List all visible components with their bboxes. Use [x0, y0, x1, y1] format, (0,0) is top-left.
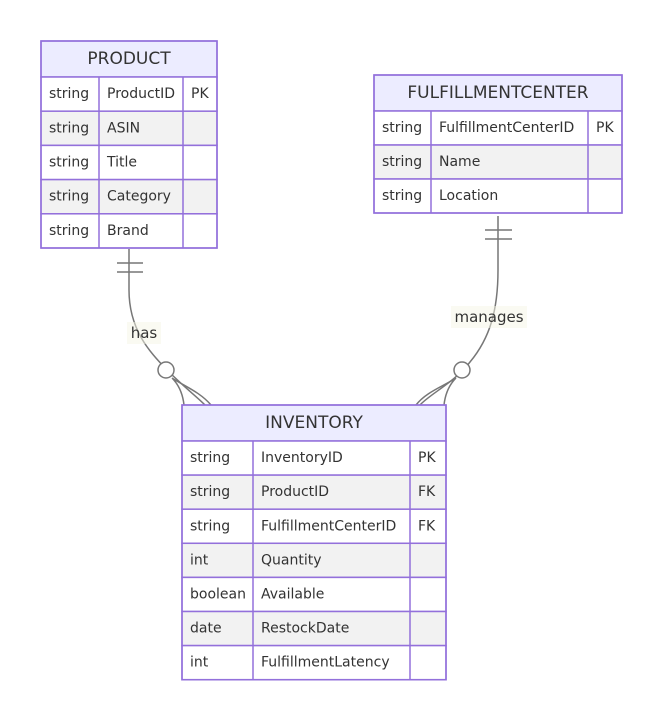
- attribute-row: int Quantity: [181, 542, 447, 579]
- attribute-row-bg: [181, 542, 447, 579]
- attribute-row-bg: [181, 610, 447, 647]
- cardinality-many-crowfoot: [171, 377, 212, 406]
- attribute-type: string: [382, 154, 422, 170]
- entity-border: [40, 40, 218, 249]
- cardinality-many-crowfoot: [415, 377, 457, 406]
- attribute-row: string Brand: [40, 213, 218, 249]
- attribute-row: string Category: [40, 178, 218, 215]
- attribute-row-bg: [373, 110, 623, 146]
- cardinality-zero-circle: [157, 361, 175, 379]
- attribute-row: string FulfillmentCenterID PK: [373, 110, 623, 146]
- attribute-row: string ProductID PK: [40, 76, 218, 112]
- attribute-name: ASIN: [107, 120, 140, 136]
- attribute-row: string ProductID FK: [181, 474, 447, 510]
- attribute-row: int FulfillmentLatency: [181, 644, 447, 681]
- attribute-type: string: [190, 484, 230, 500]
- attribute-name: ProductID: [261, 484, 329, 500]
- attribute-name: FulfillmentLatency: [261, 655, 390, 671]
- relationship-has: has: [117, 249, 212, 406]
- edge-manages-line: [419, 216, 499, 406]
- attribute-type: string: [382, 120, 422, 136]
- attribute-row: string Location: [373, 178, 623, 214]
- attribute-key: FK: [418, 518, 436, 534]
- attribute-type: string: [382, 188, 422, 204]
- attribute-row-bg: [181, 508, 447, 545]
- entity-fulfillmentcenter: FULFILLMENTCENTER string FulfillmentCenter…: [373, 74, 623, 214]
- attribute-row: string Name: [373, 144, 623, 180]
- relationship-manages: manages: [415, 216, 527, 406]
- relationship-label-has: has: [131, 324, 158, 342]
- attribute-name: Brand: [107, 223, 149, 239]
- attribute-row: boolean Available: [181, 576, 447, 613]
- attribute-type: string: [49, 223, 89, 239]
- attribute-type: date: [190, 621, 222, 637]
- relationship-label-bg: [127, 322, 161, 344]
- attribute-name: Available: [261, 586, 324, 602]
- attribute-type: boolean: [190, 586, 246, 602]
- attribute-row: string ASIN: [40, 110, 218, 147]
- attribute-name: RestockDate: [261, 621, 349, 637]
- attribute-row-bg: [40, 213, 218, 249]
- attribute-name: FulfillmentCenterID: [261, 518, 396, 534]
- attribute-key: FK: [418, 484, 436, 500]
- attribute-key: PK: [191, 86, 209, 102]
- attribute-row: string FulfillmentCenterID FK: [181, 508, 447, 545]
- relationship-label-manages: manages: [454, 308, 523, 326]
- attribute-type: string: [190, 518, 230, 534]
- attribute-row-bg: [373, 178, 623, 214]
- relationship-edges: has manages: [117, 216, 527, 406]
- attribute-row-bg: [181, 644, 447, 681]
- attribute-name: InventoryID: [261, 450, 343, 466]
- attribute-row: string InventoryID PK: [181, 440, 447, 476]
- entity-title: INVENTORY: [265, 413, 363, 433]
- attribute-type: string: [49, 86, 89, 102]
- attribute-row-bg: [373, 144, 623, 180]
- attribute-name: Quantity: [261, 552, 322, 568]
- entity-title: PRODUCT: [87, 49, 171, 69]
- entity-border: [373, 74, 623, 214]
- attribute-type: string: [49, 120, 89, 136]
- attribute-name: ProductID: [107, 86, 175, 102]
- entity-title: FULFILLMENTCENTER: [407, 83, 588, 103]
- attribute-type: string: [49, 155, 89, 171]
- attribute-type: int: [190, 655, 209, 671]
- attribute-name: Name: [439, 154, 480, 170]
- relationship-label-bg: [451, 306, 527, 328]
- attribute-name: FulfillmentCenterID: [439, 120, 574, 136]
- attribute-name: Category: [107, 189, 171, 205]
- attribute-type: string: [49, 189, 89, 205]
- attribute-row-bg: [181, 474, 447, 510]
- attribute-type: int: [190, 552, 209, 568]
- attribute-row-bg: [40, 144, 218, 181]
- entity-border: [181, 404, 447, 681]
- attribute-row: string Title: [40, 144, 218, 181]
- attribute-type: string: [190, 450, 230, 466]
- attribute-row: date RestockDate: [181, 610, 447, 647]
- attribute-key: PK: [418, 450, 436, 466]
- attribute-key: PK: [596, 120, 614, 136]
- cardinality-zero-circle: [453, 361, 471, 379]
- attribute-row-bg: [181, 576, 447, 613]
- attribute-name: Location: [439, 188, 498, 204]
- attribute-name: Title: [106, 155, 137, 171]
